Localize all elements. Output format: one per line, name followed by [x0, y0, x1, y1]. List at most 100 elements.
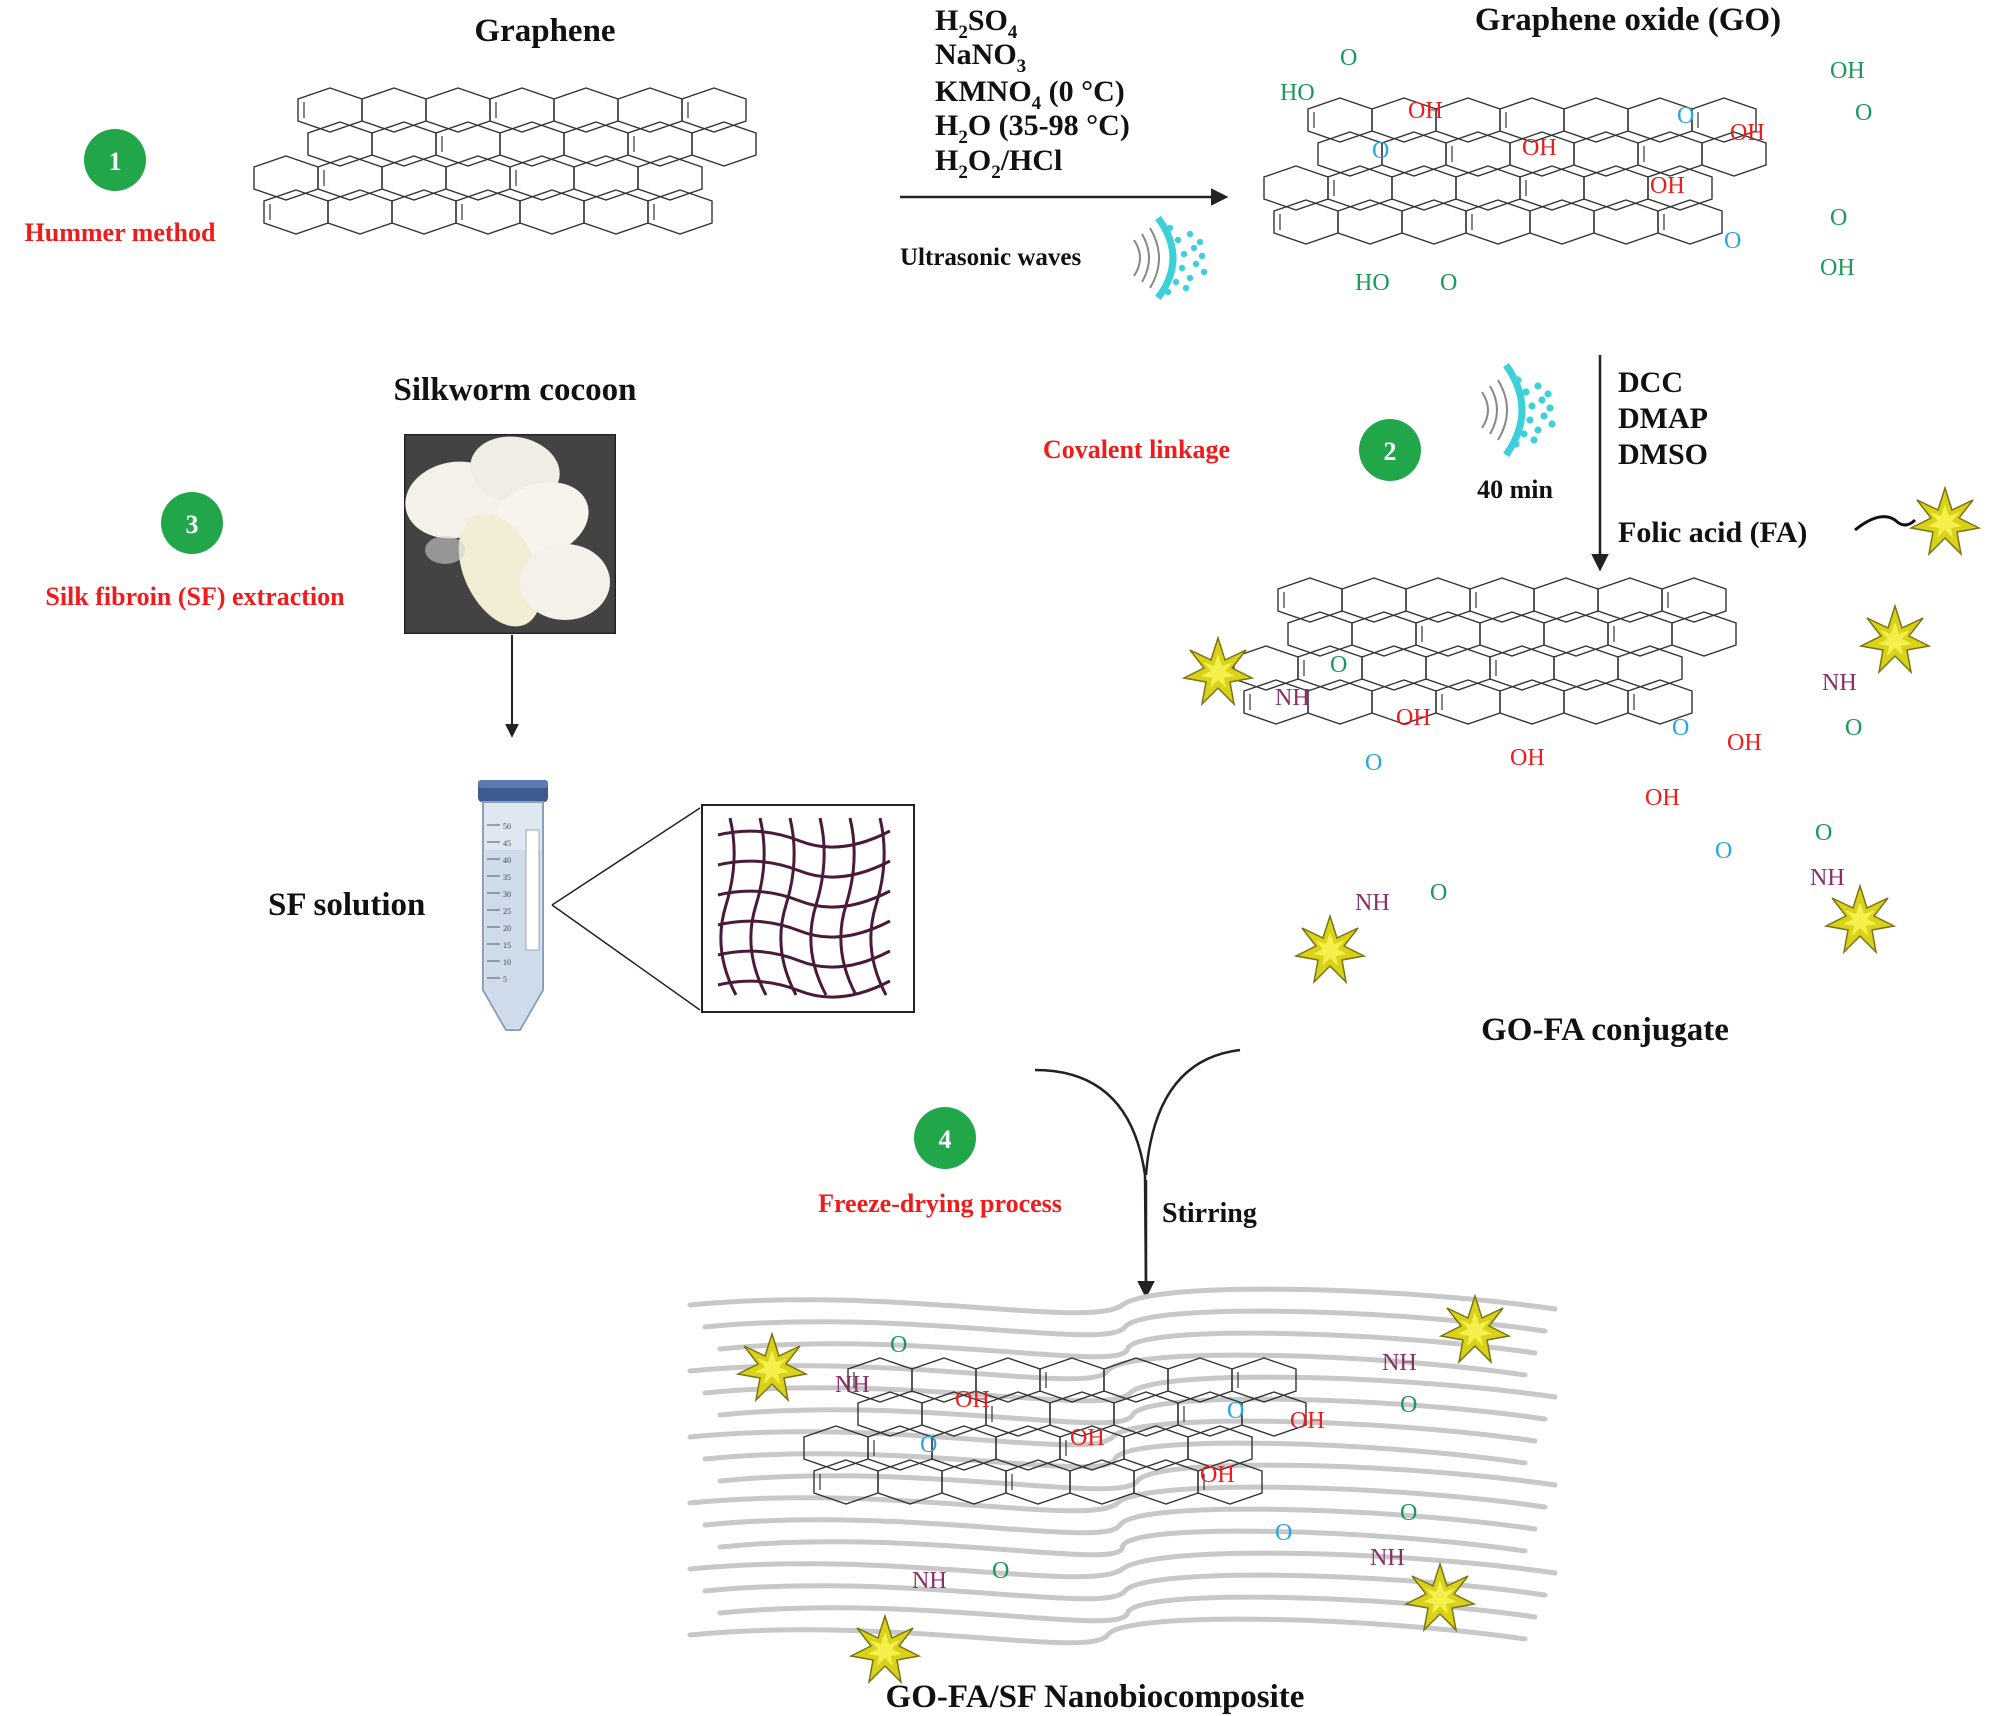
group-label: OH — [1522, 135, 1557, 161]
carbon-ring — [1197, 1459, 1263, 1505]
carbon-ring — [637, 155, 703, 201]
carbon-ring — [1671, 611, 1737, 657]
step-2-number: 2 — [1384, 437, 1397, 466]
group-label: NH — [1382, 1350, 1417, 1376]
fibroin-chain — [717, 859, 891, 879]
step-2-method: Covalent linkage — [1043, 435, 1230, 464]
silk-fiber — [687, 1484, 1548, 1514]
group-label: OH — [1408, 98, 1443, 124]
group-label: O — [1855, 100, 1872, 126]
ultrasound-dot — [1164, 288, 1172, 296]
group-label: O — [1330, 652, 1347, 678]
group-label: NH — [1355, 890, 1390, 916]
group-label: NH — [835, 1372, 870, 1398]
go-fa-title: GO-FA conjugate — [1481, 1012, 1729, 1048]
carbon-ring — [681, 87, 747, 133]
step-4-method: Freeze-drying process — [818, 1189, 1062, 1218]
composite-sheet — [737, 1295, 1510, 1683]
carbon-ring — [647, 189, 713, 235]
group-label: O — [1400, 1392, 1417, 1418]
group-label: O — [1830, 205, 1847, 231]
fibroin-chain — [749, 817, 768, 996]
group-label: OH — [1290, 1408, 1325, 1434]
go-fa-sheet — [1183, 577, 1930, 983]
fa-linker — [1854, 515, 1917, 532]
ultrasound-dot — [1192, 260, 1200, 268]
silk-fiber — [702, 1572, 1548, 1602]
silk-fiber — [687, 1616, 1528, 1646]
ultrasound-dot — [1166, 224, 1174, 232]
silk-fiber — [702, 1374, 1558, 1404]
folic-acid-star — [1860, 605, 1930, 673]
ultrasound-dot — [1528, 402, 1536, 410]
group-label: OH — [1727, 730, 1762, 756]
silk-fibers — [687, 1286, 1558, 1646]
zoom-line-top — [551, 807, 701, 906]
ultrasonic-icon — [1133, 215, 1208, 301]
ultrasound-dot — [1178, 264, 1186, 272]
silk-fiber — [687, 1550, 1558, 1580]
sf-solution-title: SF solution — [268, 887, 425, 923]
stirring-label: Stirring — [1162, 1198, 1257, 1229]
tube-tick-label: 15 — [503, 941, 511, 950]
step-2-badge: 2 — [1359, 419, 1421, 481]
group-label: OH — [1396, 705, 1431, 731]
group-label: O — [1715, 838, 1732, 864]
silk-fiber — [717, 1528, 1528, 1558]
carbon-ring — [1617, 645, 1683, 691]
group-label: OH — [1510, 745, 1545, 771]
step-1-number: 1 — [109, 147, 122, 176]
hummer-reagents: H2SO4 NaNO3 KMNO4 (0 °C) H2O (35-98 °C) … — [935, 4, 1130, 183]
fibroin-chain — [717, 919, 891, 939]
merge-line-right — [1144, 1048, 1241, 1176]
carbon-ring — [1657, 199, 1723, 245]
group-label: HO — [1280, 80, 1315, 106]
group-label: NH — [1822, 670, 1857, 696]
zoom-line-bottom — [551, 904, 701, 1011]
composite-title: GO-FA/SF Nanobiocomposite — [886, 1679, 1305, 1715]
folic-acid-star — [850, 1615, 920, 1683]
group-label: O — [1372, 138, 1389, 164]
silk-fiber — [687, 1286, 1558, 1316]
ultrasound-dot — [1182, 284, 1190, 292]
carbon-ring — [1647, 165, 1713, 211]
silk-fiber — [702, 1506, 1538, 1536]
carbon-ring — [1187, 1425, 1253, 1471]
cocoon-photo — [404, 434, 616, 634]
fibroin-chain — [717, 979, 891, 999]
folic-acid-star — [1183, 637, 1253, 705]
reagent-kmno4: KMNO4 (0 °C) — [935, 75, 1125, 114]
coupling-reagents: DCC DMAP DMSO Folic acid (FA) — [1618, 366, 1807, 549]
group-label: OH — [1645, 785, 1680, 811]
reagent-dmap: DMAP — [1618, 402, 1708, 435]
fibroin-chain — [869, 817, 888, 996]
graphene-sheet — [253, 87, 757, 235]
tube-tick-label: 10 — [503, 958, 511, 967]
group-label: OH — [955, 1387, 990, 1413]
group-label: NH — [1370, 1545, 1405, 1571]
step-4-number: 4 — [939, 1125, 952, 1154]
ultrasound-dot — [1522, 388, 1530, 396]
ultrasonic-icon-2 — [1481, 362, 1556, 458]
group-label: OH — [1650, 173, 1685, 199]
group-label: OH — [1200, 1462, 1235, 1488]
graphene-oxide-title: Graphene oxide (GO) — [1475, 2, 1781, 38]
fibroin-chain — [717, 829, 891, 849]
step-4-badge: 4 — [914, 1107, 976, 1169]
carbon-ring — [1661, 577, 1727, 623]
group-label: O — [1845, 715, 1862, 741]
step-3-method: Silk fibroin (SF) extraction — [45, 582, 345, 611]
ultrasound-dot — [1534, 426, 1542, 434]
group-label: O — [1340, 45, 1357, 71]
reagent-nano3: NaNO3 — [935, 38, 1026, 77]
tube-tick-label: 35 — [503, 873, 511, 882]
group-label: OH — [1820, 255, 1855, 281]
ultrasound-dot — [1186, 274, 1194, 282]
folic-acid-star — [1405, 1563, 1475, 1631]
group-label: O — [1724, 228, 1741, 254]
reagent-dmso: DMSO — [1618, 438, 1708, 471]
